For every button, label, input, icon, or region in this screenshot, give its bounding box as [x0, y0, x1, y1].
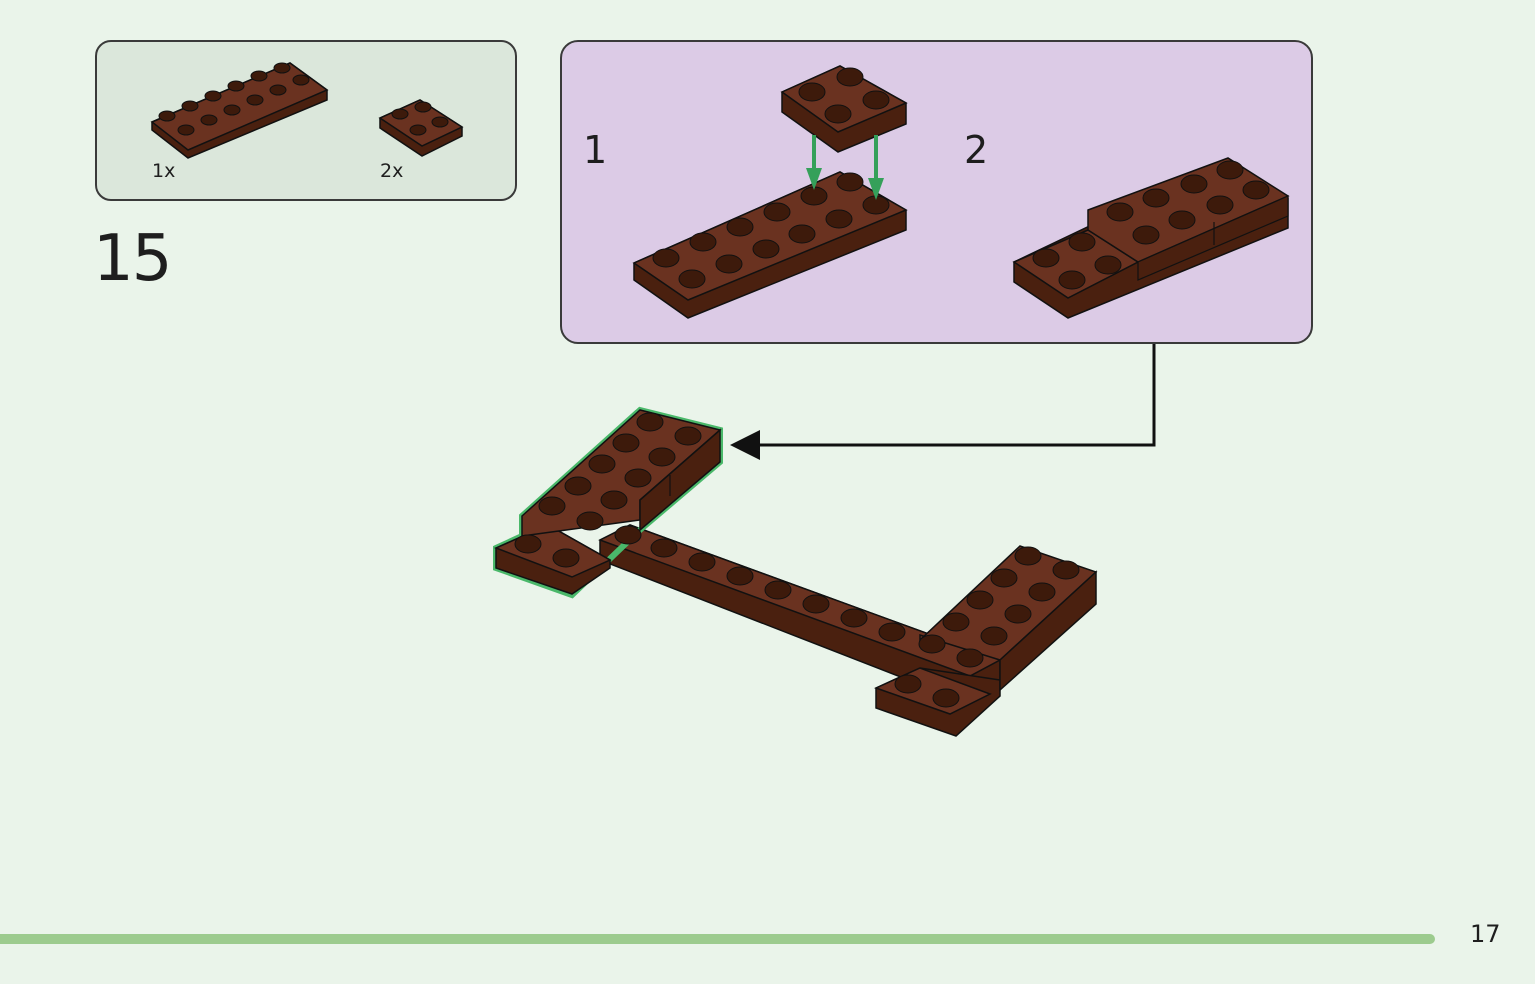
substep-1-top-plate	[780, 65, 908, 153]
step-number: 15	[93, 222, 172, 296]
connector-arrow	[730, 344, 1156, 460]
substep-2-assembly	[1012, 157, 1290, 319]
placement-arrows	[806, 135, 884, 200]
page-progress-bar	[0, 934, 1435, 944]
substep-number-2: 2	[964, 128, 989, 172]
part-quantity-plate-2x6: 1x	[152, 160, 176, 182]
page-number: 17	[1470, 920, 1501, 948]
substep-1-base-plate	[632, 171, 908, 319]
part-plate-2x2-image	[378, 99, 464, 157]
substep-number-1: 1	[583, 128, 608, 172]
part-plate-2x6-image	[150, 62, 329, 159]
main-assembly	[493, 406, 1098, 737]
part-quantity-plate-2x2: 2x	[380, 160, 404, 182]
